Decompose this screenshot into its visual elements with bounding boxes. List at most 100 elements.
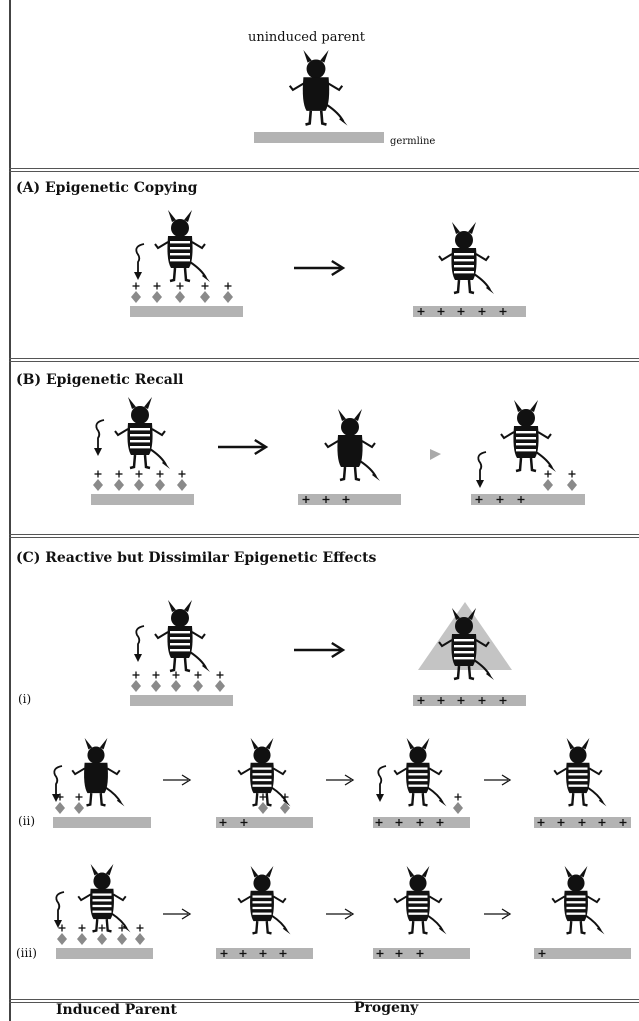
leg-icon bbox=[408, 793, 415, 807]
stripe bbox=[408, 912, 428, 915]
plus-mark-icon bbox=[239, 950, 247, 957]
plus-mark-icon bbox=[416, 950, 424, 957]
transition-arrow-icon bbox=[294, 641, 346, 659]
leg-icon bbox=[581, 793, 588, 807]
section-divider-c bbox=[9, 999, 639, 1003]
leg-icon bbox=[467, 665, 475, 681]
stripe bbox=[568, 784, 588, 787]
plus-mark-icon bbox=[537, 819, 545, 826]
devil-figure-icon bbox=[288, 50, 348, 126]
plus-mark-icon bbox=[281, 793, 289, 801]
devil-figure-icon bbox=[154, 210, 210, 283]
plus-mark-icon bbox=[136, 924, 144, 932]
germline-bar bbox=[130, 306, 243, 317]
transition-arrow-icon bbox=[484, 908, 512, 920]
diamond-mark-icon bbox=[155, 479, 165, 491]
stripe bbox=[408, 784, 428, 787]
body-icon bbox=[90, 888, 114, 920]
body-icon bbox=[250, 890, 274, 922]
leg-icon bbox=[129, 454, 137, 470]
head-icon bbox=[171, 219, 189, 237]
plus-mark-icon bbox=[219, 819, 227, 826]
body-icon bbox=[406, 762, 430, 794]
leg-icon bbox=[453, 279, 461, 295]
tail-tip-icon bbox=[486, 286, 494, 294]
stripe bbox=[454, 259, 474, 262]
body-icon bbox=[566, 762, 590, 794]
stripe bbox=[170, 643, 190, 646]
stripe bbox=[454, 651, 474, 654]
horn-icon bbox=[320, 50, 329, 63]
leg-icon bbox=[169, 267, 177, 283]
leg-icon bbox=[568, 793, 575, 807]
plus-mark-icon bbox=[436, 819, 444, 826]
horn-icon bbox=[581, 738, 590, 750]
devil-figure-icon bbox=[551, 866, 605, 935]
diamond-mark-icon bbox=[453, 802, 463, 814]
stripe bbox=[252, 767, 272, 770]
devil-figure-icon bbox=[393, 866, 447, 935]
arm-icon bbox=[438, 639, 453, 648]
tail-tip-icon bbox=[438, 926, 447, 935]
arm-icon bbox=[586, 895, 601, 904]
horn-icon bbox=[579, 866, 588, 878]
horn-icon bbox=[354, 409, 362, 421]
plus-mark-icon bbox=[557, 819, 565, 826]
section-b-title: (B) Epigenetic Recall bbox=[16, 372, 184, 388]
body-icon bbox=[250, 762, 274, 794]
diamond-mark-icon bbox=[55, 802, 65, 814]
leg-icon bbox=[305, 110, 313, 126]
section-divider-a bbox=[9, 358, 639, 362]
devil-figure-icon bbox=[77, 864, 131, 933]
body-icon bbox=[451, 248, 477, 280]
leg-icon bbox=[183, 657, 191, 673]
head-icon bbox=[93, 872, 111, 890]
stripe bbox=[408, 767, 428, 770]
signal-arrow-icon bbox=[52, 765, 63, 802]
tail-tip-icon bbox=[339, 117, 348, 126]
plus-mark-icon bbox=[156, 470, 164, 478]
leg-icon bbox=[86, 793, 93, 807]
diamond-mark-icon bbox=[97, 933, 107, 945]
horn-icon bbox=[184, 600, 192, 612]
arm-icon bbox=[154, 631, 169, 640]
signal-arrow-icon bbox=[476, 451, 487, 488]
plus-mark-icon bbox=[538, 950, 546, 957]
head-icon bbox=[567, 874, 585, 892]
arm-icon bbox=[272, 767, 287, 776]
plus-mark-icon bbox=[152, 671, 160, 679]
leg-icon bbox=[183, 267, 191, 283]
plus-mark-icon bbox=[568, 470, 576, 478]
stripe bbox=[252, 912, 272, 915]
diamond-mark-icon bbox=[258, 802, 268, 814]
plus-mark-icon bbox=[478, 697, 486, 704]
arm-icon bbox=[537, 431, 552, 440]
horn-icon bbox=[105, 864, 114, 876]
stripe bbox=[92, 910, 112, 913]
progeny-label: Progeny bbox=[354, 1000, 419, 1016]
stripe bbox=[170, 241, 190, 244]
body-icon bbox=[127, 423, 153, 455]
stripe bbox=[252, 901, 272, 904]
stripe bbox=[130, 434, 150, 437]
plus-mark-icon bbox=[58, 924, 66, 932]
plus-mark-icon bbox=[259, 950, 267, 957]
plus-mark-icon bbox=[118, 924, 126, 932]
stripe bbox=[516, 443, 536, 446]
horn-icon bbox=[144, 397, 152, 409]
transition-arrow-icon bbox=[163, 908, 192, 920]
devil-figure-icon bbox=[237, 738, 291, 807]
horn-icon bbox=[452, 222, 460, 234]
leg-icon bbox=[252, 793, 259, 807]
horn-icon bbox=[168, 210, 176, 222]
stripe bbox=[170, 259, 190, 262]
plus-mark-icon bbox=[499, 697, 507, 704]
arm-icon bbox=[272, 895, 287, 904]
arm-icon bbox=[438, 253, 453, 262]
diamond-mark-icon bbox=[223, 291, 233, 303]
devil-figure-icon bbox=[114, 397, 170, 470]
germline-bar bbox=[254, 132, 384, 143]
stripe bbox=[454, 253, 474, 256]
stripe bbox=[408, 773, 428, 776]
